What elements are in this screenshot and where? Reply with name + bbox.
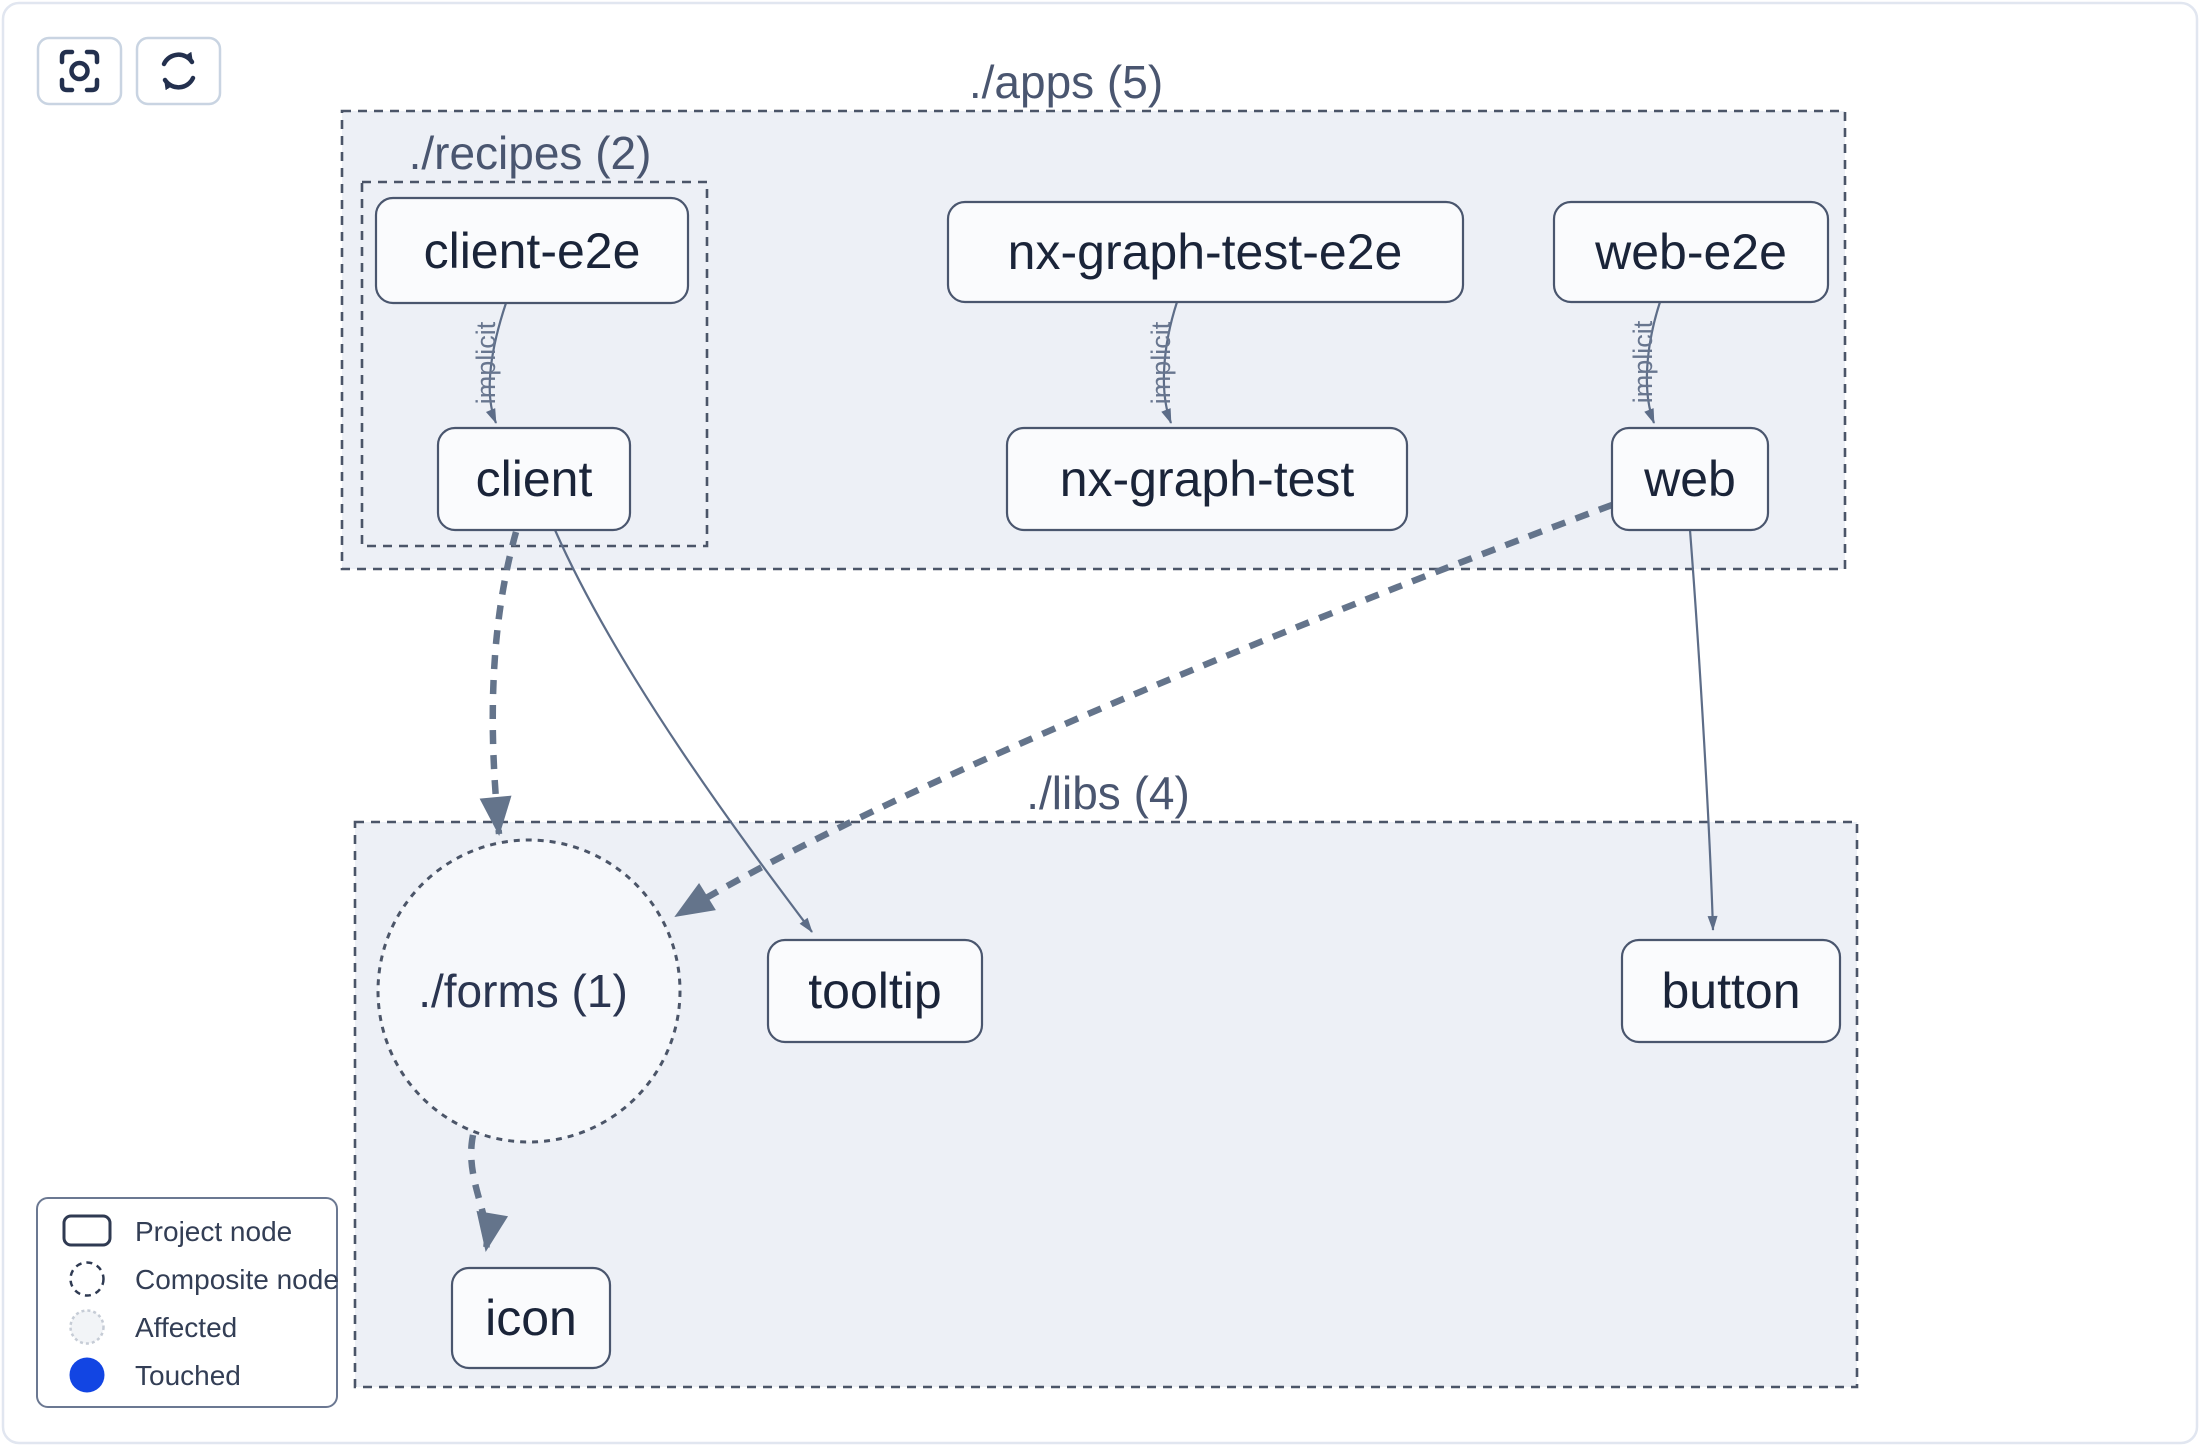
legend-item-label: Project node [135, 1216, 292, 1247]
edges: implicit implicit implicit [468, 301, 1718, 1252]
legend-item-label: Composite node [135, 1264, 339, 1295]
node-client-label: client [476, 451, 593, 507]
edge-web-to-forms [674, 501, 1614, 919]
node-nx-graph-test-e2e-label: nx-graph-test-e2e [1008, 224, 1403, 280]
edge-web-to-button [1688, 529, 1718, 931]
project-nodes: client-e2e client nx-graph-test-e2e nx-g… [374, 196, 1842, 1370]
legend-item-label: Affected [135, 1312, 237, 1343]
legend-item-composite-node: Composite node [69, 1261, 339, 1297]
focus-selection-button[interactable] [36, 36, 123, 106]
legend-item-label: Touched [135, 1360, 241, 1391]
node-client-e2e[interactable]: client-e2e [374, 196, 690, 305]
legend-item-project-node: Project node [62, 1214, 292, 1247]
edge-client-e2e-to-client [485, 302, 508, 424]
node-nx-graph-test[interactable]: nx-graph-test [1005, 426, 1409, 532]
composite-node-swatch-icon [69, 1261, 105, 1297]
group-recipes: ./recipes (2) [360, 127, 709, 548]
edge-label-implicit: implicit [1146, 321, 1176, 404]
node-icon[interactable]: icon [450, 1266, 612, 1370]
node-button[interactable]: button [1620, 938, 1842, 1044]
refresh-button[interactable] [135, 36, 222, 106]
edge-forms-to-icon [468, 1134, 508, 1252]
legend-item-affected: Affected [69, 1309, 237, 1345]
group-recipes-label: ./recipes (2) [409, 127, 652, 179]
group-apps-label: ./apps (5) [969, 56, 1163, 108]
edge-label-implicit: implicit [1628, 320, 1658, 403]
composite-node-forms-label: ./forms (1) [418, 965, 628, 1017]
refresh-icon [161, 51, 196, 91]
edge-client-to-forms [479, 531, 520, 836]
node-nx-graph-test-e2e[interactable]: nx-graph-test-e2e [946, 200, 1465, 304]
edge-label-implicit: implicit [471, 321, 501, 404]
edge-nx-graph-test-e2e-to-nx-graph-test [1161, 301, 1179, 424]
node-client[interactable]: client [436, 426, 632, 532]
affected-swatch-icon [69, 1309, 105, 1345]
legend-box [36, 1197, 338, 1408]
node-icon-label: icon [485, 1290, 577, 1346]
node-client-e2e-label: client-e2e [424, 223, 641, 279]
node-web-e2e[interactable]: web-e2e [1552, 200, 1830, 304]
composite-node-forms[interactable]: ./forms (1) [376, 838, 682, 1144]
node-tooltip[interactable]: tooltip [766, 938, 984, 1044]
edge-web-e2e-to-web [1644, 301, 1662, 424]
edge-client-to-tooltip [553, 529, 813, 933]
node-tooltip-label: tooltip [808, 963, 941, 1019]
project-node-swatch-icon [62, 1214, 112, 1247]
node-web[interactable]: web [1610, 426, 1770, 532]
legend: Project node Composite node Affected Tou… [36, 1197, 339, 1408]
node-web-e2e-label: web-e2e [1594, 224, 1787, 280]
legend-item-touched: Touched [69, 1357, 241, 1393]
node-button-label: button [1661, 963, 1800, 1019]
toolbar [36, 36, 222, 106]
group-libs-label: ./libs (4) [1026, 767, 1190, 819]
touched-swatch-icon [69, 1357, 105, 1393]
scan-focus-icon [59, 49, 100, 93]
node-web-label: web [1643, 451, 1736, 507]
node-nx-graph-test-label: nx-graph-test [1060, 451, 1355, 507]
